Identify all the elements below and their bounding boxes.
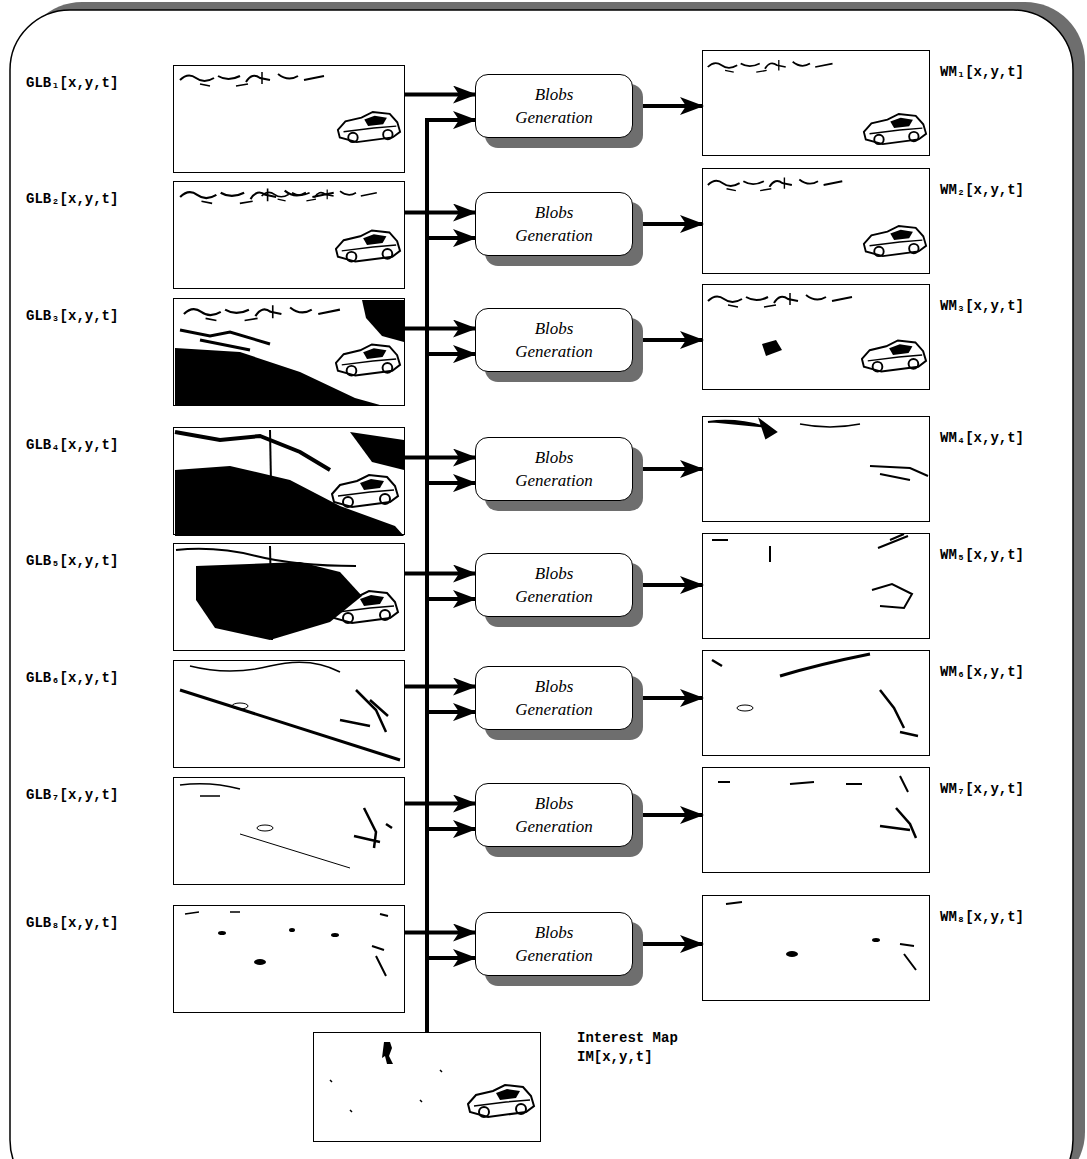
- process-box: Blobs Generation: [475, 553, 633, 617]
- panel-label: WM₈[x,y,t]: [940, 908, 1024, 927]
- arrow-connector: [405, 211, 475, 215]
- arrow-connector: [633, 813, 702, 817]
- image-panel: GLB₈[x,y,t]: [173, 905, 405, 1013]
- image-panel: WM₇[x,y,t]: [702, 767, 930, 873]
- process-label: Blobs Generation: [509, 792, 599, 838]
- image-panel: GLB₃[x,y,t]: [173, 298, 405, 406]
- image-panel: WM₆[x,y,t]: [702, 650, 930, 756]
- panel-label: WM₅[x,y,t]: [940, 546, 1024, 565]
- panel-label: WM₃[x,y,t]: [940, 297, 1024, 316]
- process-box: Blobs Generation: [475, 437, 633, 501]
- image-panel: GLB₅[x,y,t]: [173, 543, 405, 651]
- process-box: Blobs Generation: [475, 783, 633, 847]
- arrow-connector: [405, 685, 475, 689]
- image-panel: GLB₂[x,y,t]: [173, 181, 405, 289]
- arrow-connector: [633, 696, 702, 700]
- arrow-connector: [427, 958, 475, 1032]
- panel-label: GLB₆[x,y,t]: [26, 669, 118, 688]
- arrow-connector: [427, 238, 475, 1032]
- process-label: Blobs Generation: [509, 675, 599, 721]
- panel-label: WM₂[x,y,t]: [940, 181, 1024, 200]
- arrow-connector: [405, 572, 475, 576]
- image-panel: WM₂[x,y,t]: [702, 168, 930, 274]
- frame: [10, 10, 1073, 1159]
- panel-label: WM₆[x,y,t]: [940, 663, 1024, 682]
- panel-label: GLB₂[x,y,t]: [26, 190, 118, 209]
- panel-label: GLB₅[x,y,t]: [26, 552, 118, 571]
- process-label: Blobs Generation: [509, 562, 599, 608]
- interest-map-image: [330, 1042, 534, 1117]
- image-panel: WM₈[x,y,t]: [702, 895, 930, 1001]
- arrow-connector: [633, 104, 702, 108]
- arrow-connector: [427, 829, 475, 1032]
- process-label: Blobs Generation: [509, 446, 599, 492]
- arrow-connector: [405, 456, 475, 460]
- arrow-connector: [427, 712, 475, 1032]
- image-panel: WM₁[x,y,t]: [702, 50, 930, 156]
- image-panel: WM₄[x,y,t]: [702, 416, 930, 522]
- arrow-connector: [405, 931, 475, 935]
- image-panel: GLB₁[x,y,t]: [173, 65, 405, 173]
- panel-label: GLB₇[x,y,t]: [26, 786, 118, 805]
- image-panel: GLB₄[x,y,t]: [173, 427, 405, 535]
- panel-label: WM₄[x,y,t]: [940, 429, 1024, 448]
- panel-label: WM₁[x,y,t]: [940, 63, 1024, 82]
- process-box: Blobs Generation: [475, 912, 633, 976]
- process-label: Blobs Generation: [509, 201, 599, 247]
- arrow-connector: [633, 222, 702, 226]
- arrow-connector: [633, 338, 702, 342]
- process-box: Blobs Generation: [475, 308, 633, 372]
- panel-label: WM₇[x,y,t]: [940, 780, 1024, 799]
- process-label: Blobs Generation: [509, 83, 599, 129]
- process-label: Blobs Generation: [509, 317, 599, 363]
- arrow-connector: [427, 354, 475, 1032]
- arrow-connector: [633, 583, 702, 587]
- panel-label: GLB₄[x,y,t]: [26, 436, 118, 455]
- arrow-connector: [427, 120, 475, 1032]
- process-label: Blobs Generation: [509, 921, 599, 967]
- glb-images: [175, 72, 404, 976]
- process-box: Blobs Generation: [475, 74, 633, 138]
- panel-label: GLB₁[x,y,t]: [26, 74, 118, 93]
- panel-label: GLB₈[x,y,t]: [26, 914, 118, 933]
- process-box: Blobs Generation: [475, 666, 633, 730]
- panel-label: Interest Map IM[x,y,t]: [577, 1029, 683, 1067]
- wm-images: [708, 60, 928, 970]
- process-box: Blobs Generation: [475, 192, 633, 256]
- image-panel: WM₃[x,y,t]: [702, 284, 930, 390]
- image-panel: GLB₆[x,y,t]: [173, 660, 405, 768]
- arrow-connector: [427, 483, 475, 1032]
- arrow-connector: [427, 599, 475, 1032]
- panel-label: GLB₃[x,y,t]: [26, 307, 118, 326]
- arrow-connector: [633, 467, 702, 471]
- arrow-connector: [405, 802, 475, 806]
- image-panel: WM₅[x,y,t]: [702, 533, 930, 639]
- image-panel: Interest Map IM[x,y,t]: [313, 1032, 541, 1142]
- arrow-connector: [633, 942, 702, 946]
- arrow-connector: [405, 93, 475, 97]
- image-panel: GLB₇[x,y,t]: [173, 777, 405, 885]
- arrow-connector: [405, 327, 475, 331]
